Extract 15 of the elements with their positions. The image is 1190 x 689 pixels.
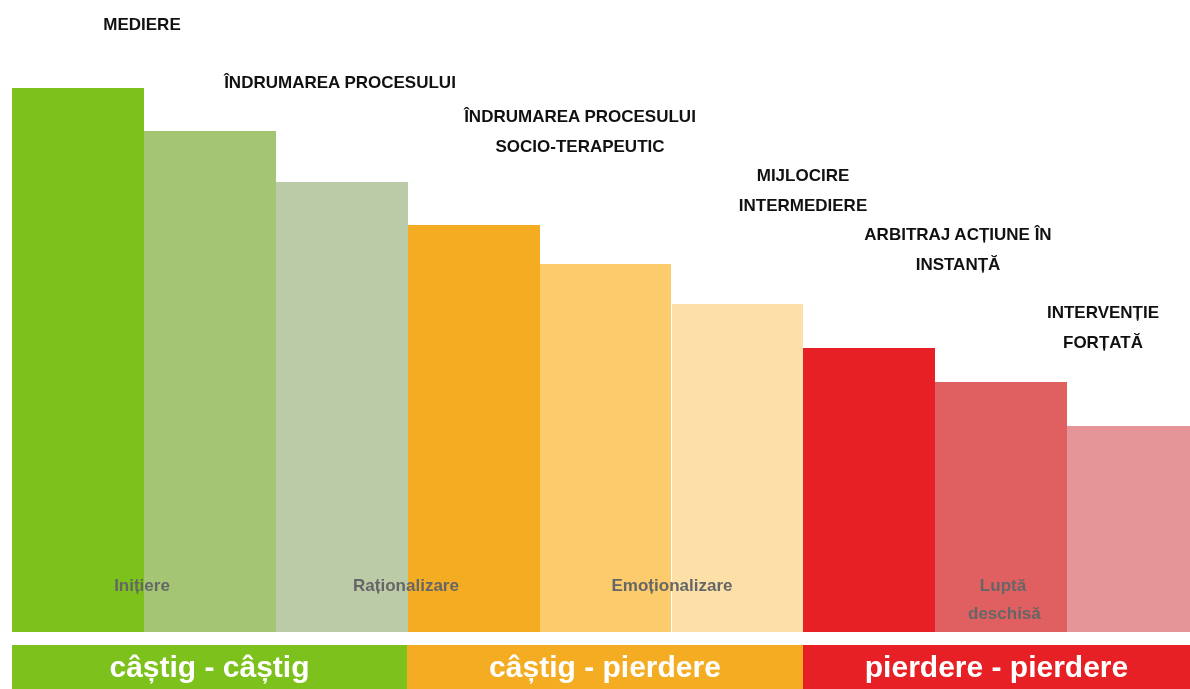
band-label: pierdere - pierdere [864,650,1129,684]
bar-shape [1067,426,1190,632]
intervention-heading: MIJLOCIRE INTERMEDIERE [737,165,869,217]
intervention-heading: INTERVENȚIE FORȚATĂ [1045,302,1161,354]
intervention-heading: ARBITRAJ ACȚIUNE ÎN INSTANȚĂ [863,224,1053,276]
intervention-heading: ÎNDRUMAREA PROCESULUI SOCIO-TERAPEUTIC [462,106,697,158]
intervention-heading: MEDIERE [102,14,182,36]
outcome-band [407,645,803,689]
band-label: câștig - câștig [109,650,310,684]
bar-shape [803,348,936,632]
outcome-band [12,645,407,689]
bar-shape [935,382,1068,632]
outcome-band [803,645,1190,689]
band-label: câștig - pierdere [489,650,721,684]
intervention-heading: ÎNDRUMAREA PROCESULUI [222,72,457,94]
